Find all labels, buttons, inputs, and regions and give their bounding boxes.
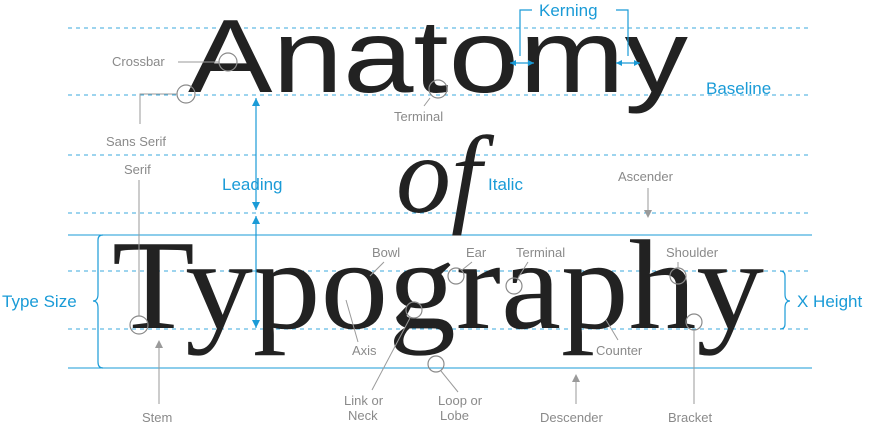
title-typography: Typography xyxy=(112,214,764,356)
loop-marker xyxy=(427,355,445,373)
label-kerning: Kerning xyxy=(539,1,598,20)
label-italic: Italic xyxy=(488,175,523,194)
label-type-size: Type Size xyxy=(2,292,77,311)
label-link-1: Link or xyxy=(344,393,384,408)
title-of: of xyxy=(396,114,495,236)
label-crossbar: Crossbar xyxy=(112,54,165,69)
label-descender: Descender xyxy=(540,410,604,424)
label-x-height: X Height xyxy=(797,292,862,311)
label-counter: Counter xyxy=(596,343,643,358)
label-link-2: Neck xyxy=(348,408,378,423)
label-baseline: Baseline xyxy=(706,79,771,98)
label-sans-serif: Sans Serif xyxy=(106,134,166,149)
label-bracket: Bracket xyxy=(668,410,712,424)
label-terminal-top: Terminal xyxy=(394,109,443,124)
label-terminal-mid: Terminal xyxy=(516,245,565,260)
shoulder-marker xyxy=(669,267,687,285)
link-marker xyxy=(405,301,423,319)
serif-marker xyxy=(129,315,149,335)
label-bowl: Bowl xyxy=(372,245,400,260)
terminal-top-marker xyxy=(428,79,448,99)
guide-lines xyxy=(68,27,812,369)
label-loop-1: Loop or xyxy=(438,393,483,408)
label-axis: Axis xyxy=(352,343,377,358)
ear-marker xyxy=(447,267,465,285)
label-ear: Ear xyxy=(466,245,487,260)
label-serif: Serif xyxy=(124,162,151,177)
leading-marker xyxy=(252,98,260,328)
label-leading: Leading xyxy=(222,175,283,194)
label-stem: Stem xyxy=(142,410,172,424)
type-size-brace xyxy=(92,234,104,369)
label-loop-2: Lobe xyxy=(440,408,469,423)
terminal-mid-marker xyxy=(505,277,523,295)
label-ascender: Ascender xyxy=(618,169,674,184)
title-anatomy: Anatomy xyxy=(188,0,688,115)
label-shoulder: Shoulder xyxy=(666,245,719,260)
x-height-brace xyxy=(779,270,791,330)
kerning-marker xyxy=(510,9,640,66)
